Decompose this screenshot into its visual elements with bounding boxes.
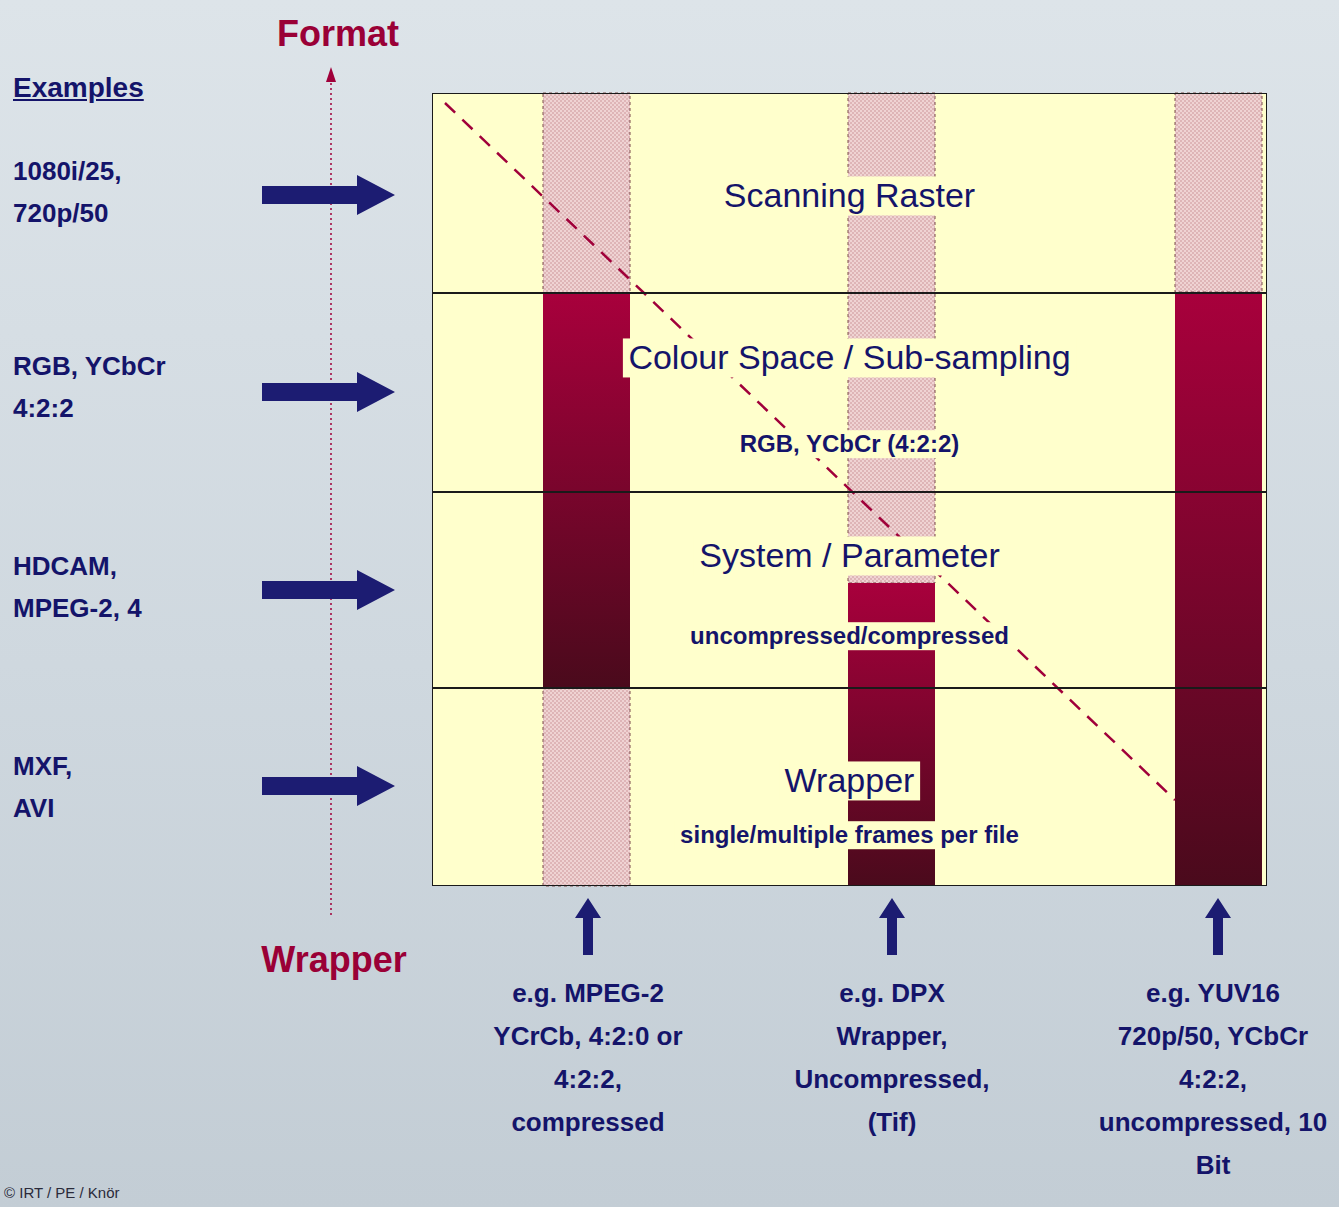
example-caption: e.g. MPEG-2 YCrCb, 4:2:0 or 4:2:2, compr… bbox=[478, 972, 698, 1144]
bar-unused-part bbox=[543, 93, 630, 293]
layer-box-fill bbox=[432, 93, 1267, 886]
layer-title: System / Parameter bbox=[693, 536, 1005, 575]
layer-detail: RGB, YCbCr (4:2:2) bbox=[734, 430, 966, 458]
layer-band: Wrapper single/multiple frames per file bbox=[432, 688, 1267, 886]
layer-band: Colour Space / Sub-samplingRGB, YCbCr (4… bbox=[432, 293, 1267, 492]
footer-credit: © IRT / PE / Knör bbox=[4, 1184, 304, 1202]
layer-title: Wrapper bbox=[779, 761, 921, 800]
axis-arrowhead bbox=[326, 67, 336, 82]
layer-band: Scanning Raster bbox=[432, 93, 1267, 293]
example-arrow bbox=[262, 175, 395, 215]
layer-detail: uncompressed/compressed bbox=[684, 622, 1015, 650]
example-arrow bbox=[262, 372, 395, 412]
layer-title: Colour Space / Sub-sampling bbox=[622, 338, 1076, 377]
axis-label: Format bbox=[256, 12, 420, 55]
example-text: 1080i/25, 720p/50 bbox=[13, 150, 178, 234]
example-caption: e.g. YUV16 720p/50, YCbCr 4:2:2, uncompr… bbox=[1094, 972, 1332, 1186]
bar-used-part bbox=[1175, 292, 1262, 886]
pointer-arrow bbox=[879, 898, 905, 955]
layer-detail: single/multiple frames per file bbox=[674, 821, 1025, 849]
pointer-arrow bbox=[1205, 898, 1231, 955]
example-text: HDCAM, MPEG-2, 4 bbox=[13, 545, 173, 629]
example-caption: e.g. DPX Wrapper, Uncompressed, (Tif) bbox=[782, 972, 1002, 1144]
example-arrow bbox=[262, 570, 395, 610]
example-text: RGB, YCbCr 4:2:2 bbox=[13, 345, 203, 429]
axis-label: Wrapper bbox=[236, 938, 432, 981]
example-arrow bbox=[262, 766, 395, 806]
diagonal-dashed-line bbox=[445, 103, 1175, 800]
pointer-arrow bbox=[575, 898, 601, 955]
bar-unused-part bbox=[543, 688, 630, 886]
bar-used-part bbox=[543, 293, 630, 688]
example-text: MXF, AVI bbox=[13, 745, 85, 829]
examples-heading: Examples bbox=[13, 70, 213, 106]
bar-unused-part bbox=[1175, 93, 1262, 292]
layer-title: Scanning Raster bbox=[718, 176, 981, 215]
layer-band: System / Parameter uncompressed/compresse… bbox=[432, 492, 1267, 688]
